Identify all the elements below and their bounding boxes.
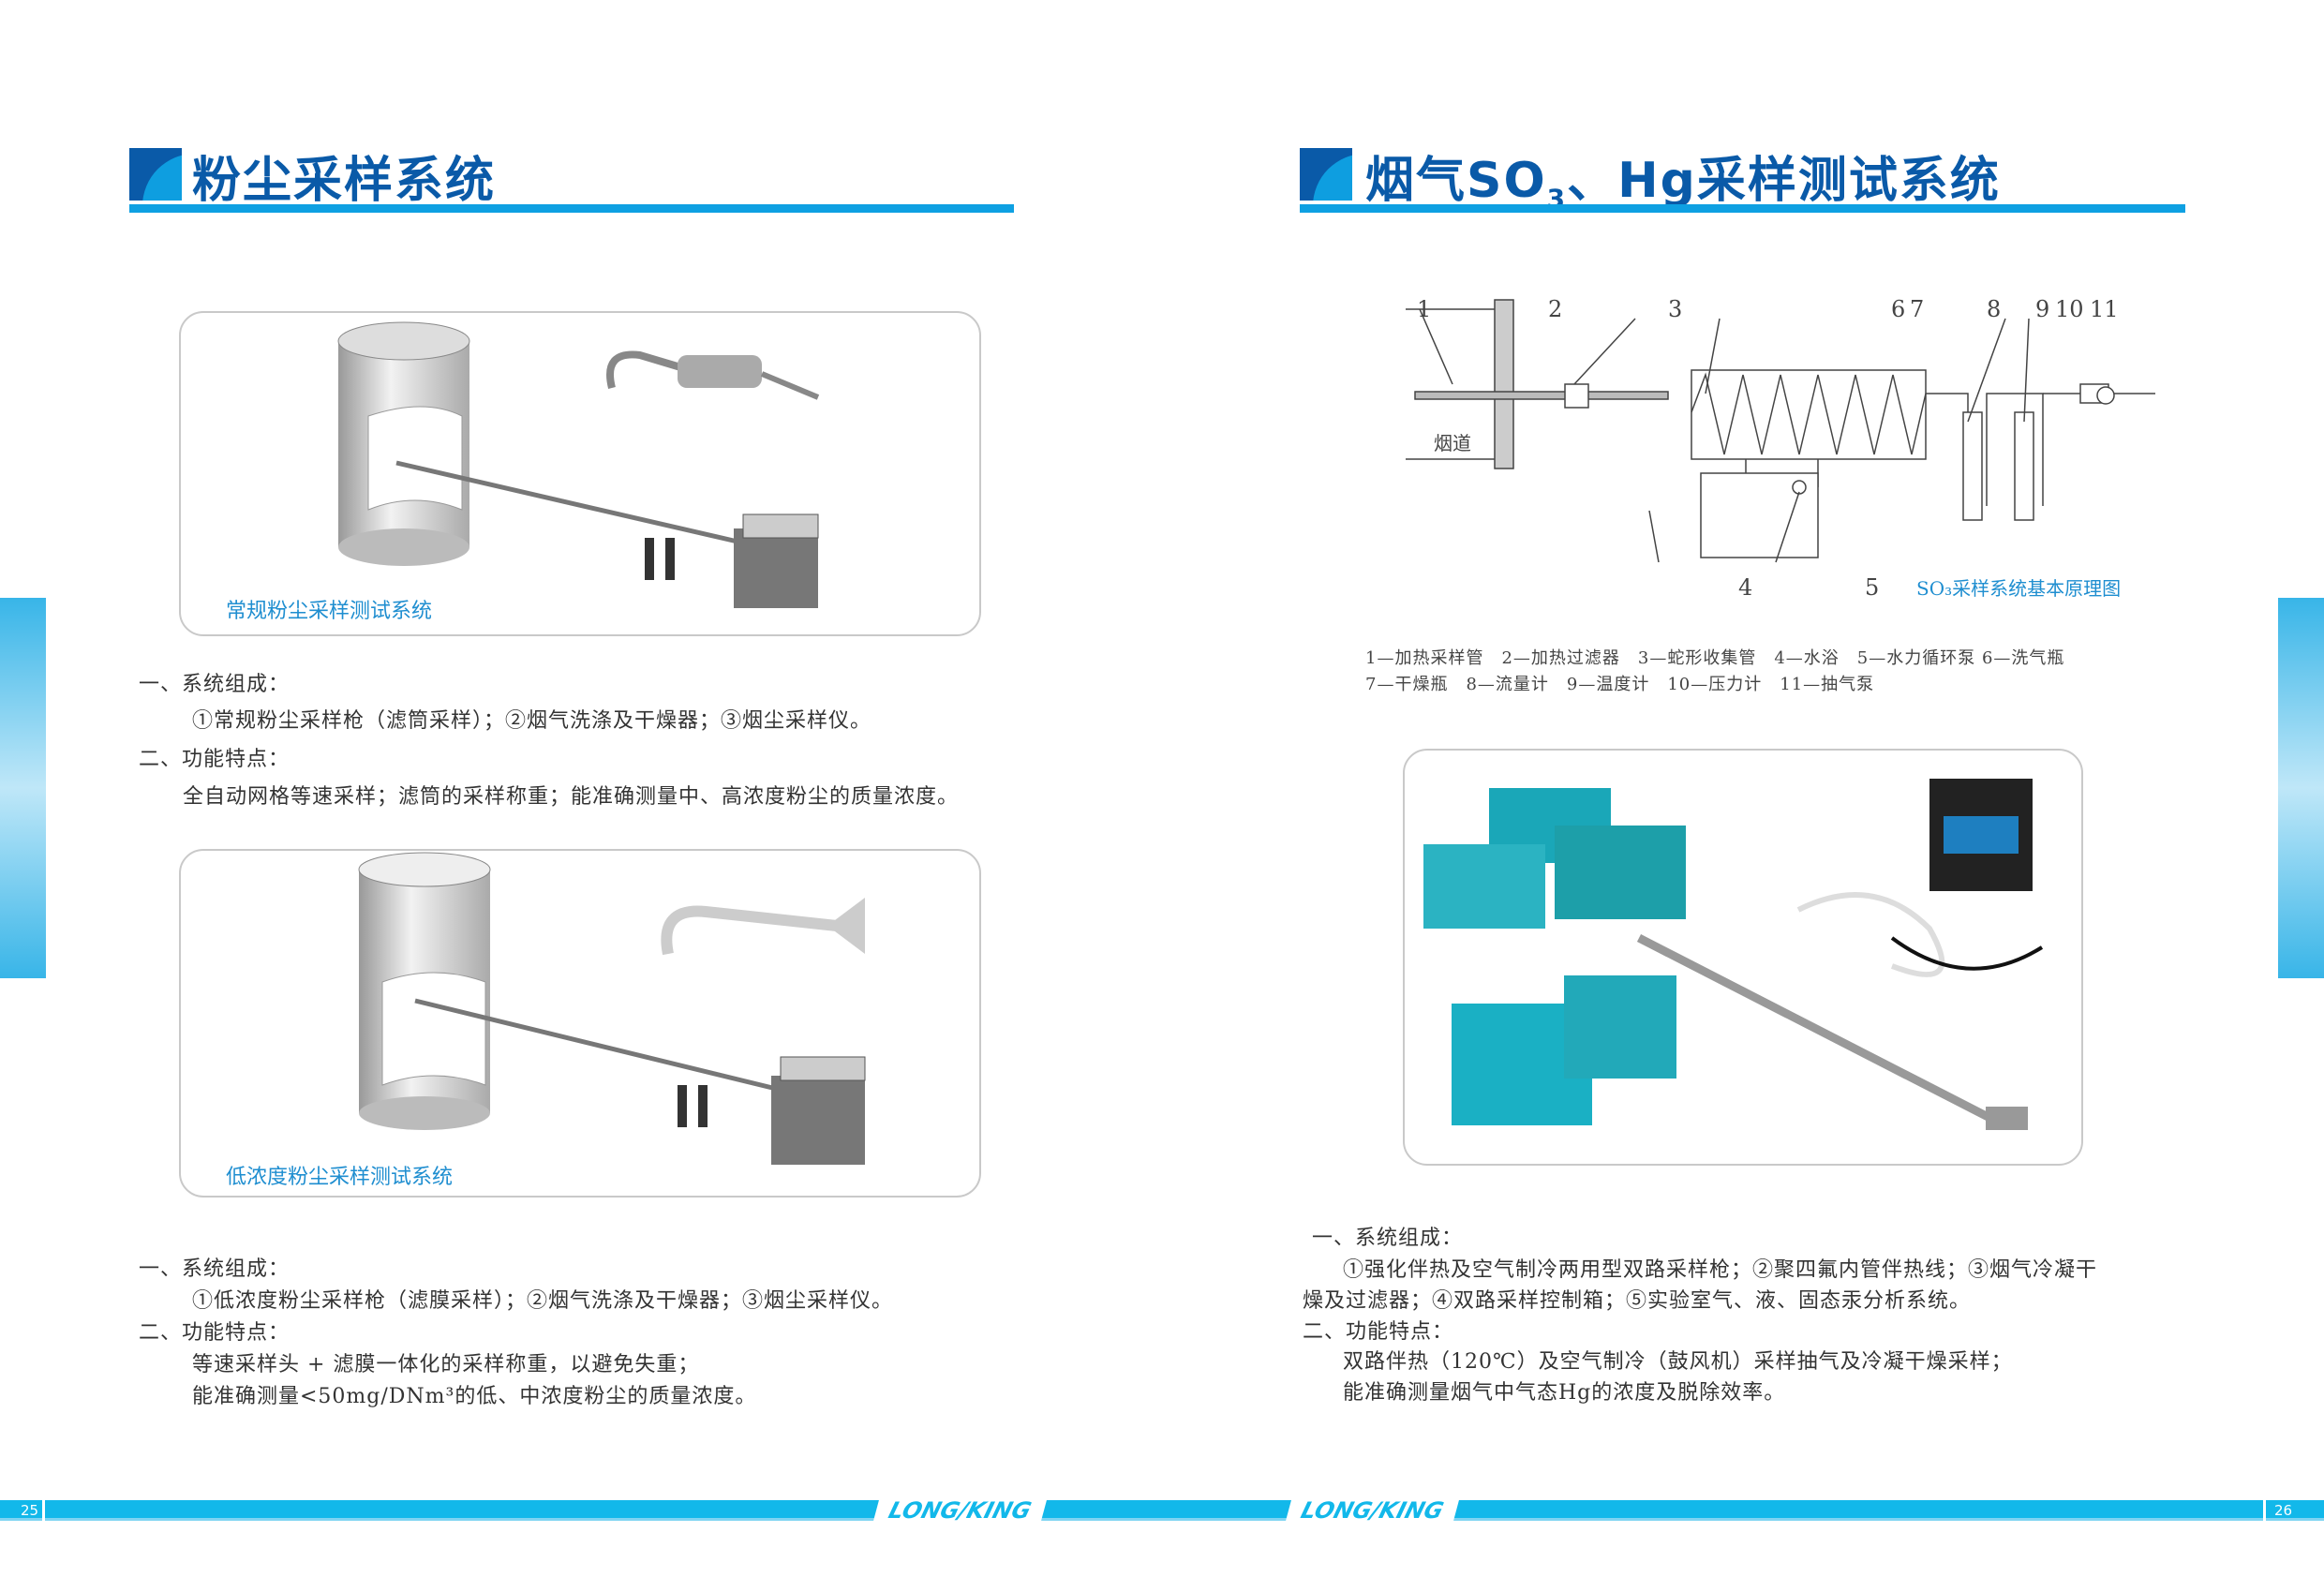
title-marker-icon [129,148,182,201]
panel-caption: 常规粉尘采样测试系统 [226,600,433,623]
title-part: 烟气SO [1365,153,1547,209]
panel-caption: 低浓度粉尘采样测试系统 [226,1166,454,1189]
features-text: 等速采样头 + 滤膜一体化的采样称重，以避免失重； [192,1353,700,1376]
hg-equipment-photo-panel [1403,749,2083,1166]
diagram-label: 10 [2055,296,2084,322]
diagram-label: 8 [1987,296,2001,322]
composition-text: ①强化伴热及空气制冷两用型双路采样枪；②聚四氟内管伴热线；③烟气冷凝干 [1343,1258,2098,1282]
title-underline [129,204,1014,213]
low-concentration-dust-image-panel: 低浓度粉尘采样测试系统 [179,849,981,1198]
diagram-label: 6 [1891,296,1905,322]
section-heading: 二、功能特点： [1303,1320,1454,1344]
section-heading: 一、系统组成： [139,673,290,696]
title-underline [1300,204,2185,213]
flue-label: 烟道 [1434,432,1471,454]
diagram-label: 1 [1417,296,1431,322]
diagram-label: 9 [2035,296,2049,322]
features-text: 能准确测量<50mg/DNm³的低、中浓度粉尘的质量浓度。 [192,1385,757,1408]
longking-logo: LONG/KING [1284,1496,1460,1525]
diagram-label: 11 [2090,296,2119,322]
diagram-caption: SO₃采样系统基本原理图 [1916,577,2121,600]
composition-text: ①常规粉尘采样枪（滤筒采样）；②烟气洗涤及干燥器；③烟尘采样仪。 [192,709,872,733]
title-part: 、Hg采样测试系统 [1567,153,2001,209]
page-number-right: 26 [2263,1500,2301,1521]
conventional-dust-sampling-illustration [337,321,820,608]
so3-schematic-diagram: 1 2 3 4 5 6 7 8 9 10 11 烟道 SO₃采样系统基本原理图 [1406,296,2155,601]
diagram-label: 3 [1668,296,1682,322]
diagram-label: 5 [1865,574,1879,601]
features-text: 双路伴热（120℃）及空气制冷（鼓风机）采样抽气及冷凝干燥采样； [1343,1350,2013,1374]
right-page-title: 烟气SO3、Hg采样测试系统 [1365,141,2001,214]
left-page-title: 粉尘采样系统 [192,153,497,209]
hg-sampling-equipment-photo [1423,779,2044,1130]
diagram-label: 2 [1548,296,1562,322]
title-marker-icon [1300,148,1352,201]
diagram-label: 4 [1738,574,1752,601]
diagram-legend-line: 1—加热采样管 2—加热过滤器 3—蛇形收集管 4—水浴 5—水力循环泵 6—洗… [1365,648,2065,668]
diagram-legend-line: 7—干燥瓶 8—流量计 9—温度计 10—压力计 11—抽气泵 [1365,675,1875,694]
left-side-tab [0,598,46,978]
features-text: 全自动网格等速采样；滤筒的采样称重；能准确测量中、高浓度粉尘的质量浓度。 [183,785,960,809]
section-heading: 一、系统组成： [1312,1227,1464,1250]
diagram-label: 7 [1910,296,1924,322]
low-concentration-dust-sampling-illustration [358,852,866,1165]
longking-logo: LONG/KING [872,1496,1048,1525]
page-number-left: 25 [17,1500,45,1521]
composition-text: 燥及过滤器；④双路采样控制箱；⑤实验室气、液、固态汞分析系统。 [1303,1289,1972,1313]
composition-text: ①低浓度粉尘采样枪（滤膜采样）；②烟气洗涤及干燥器；③烟尘采样仪。 [192,1289,894,1313]
features-text: 能准确测量烟气中气态Hg的浓度及脱除效率。 [1343,1381,1786,1405]
section-heading: 二、功能特点： [139,1321,290,1345]
conventional-dust-image-panel: 常规粉尘采样测试系统 [179,311,981,636]
section-heading: 二、功能特点： [139,748,290,771]
section-heading: 一、系统组成： [139,1257,290,1281]
footer-bar: 25 LONG/KING LONG/KING 26 [0,1496,2324,1525]
right-side-tab [2278,598,2324,978]
